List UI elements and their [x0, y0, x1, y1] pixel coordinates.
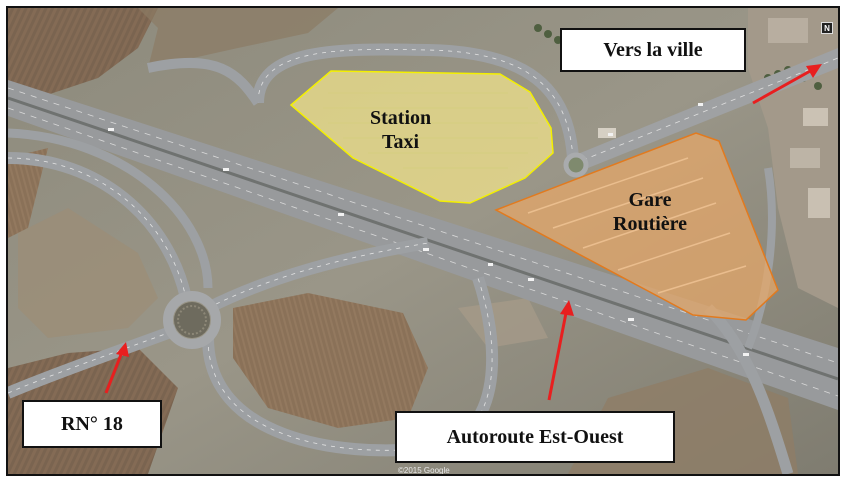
satellite-map [8, 8, 838, 474]
field-top-center [138, 8, 338, 68]
main-roundabout [163, 291, 221, 349]
interchange-loop-west-2 [8, 128, 213, 289]
small-roundabout [563, 152, 589, 178]
dirt-patch [458, 298, 548, 348]
east-road [744, 167, 776, 350]
field-top-left [8, 8, 158, 108]
taxi-station-label: Station Taxi [370, 106, 431, 154]
connector-road [205, 237, 429, 314]
bus-label-line1: Gare [628, 189, 672, 211]
map-copyright: ©2015 Google [398, 466, 450, 475]
building [598, 128, 616, 138]
building [808, 188, 830, 218]
city-road [568, 48, 838, 170]
rn18-road [8, 324, 179, 399]
interchange-loop-west [8, 152, 192, 300]
taxi-label-line1: Station [370, 107, 432, 129]
north-indicator-icon: N [821, 22, 833, 34]
bus-bays [527, 157, 747, 294]
bus-station-zone [494, 132, 779, 321]
southeast-road [704, 304, 794, 474]
building [790, 148, 820, 168]
bus-label-line2: Routière [613, 213, 688, 235]
taxi-label-line2: Taxi [382, 131, 420, 153]
field-west-patch [18, 208, 158, 338]
bus-station-label: Gare Routière [613, 188, 687, 236]
arrow-to-rn18-icon [104, 342, 129, 394]
ramp-road [146, 57, 263, 106]
callout-rn18: RN° 18 [22, 400, 162, 448]
callout-highway: Autoroute Est-Ouest [395, 411, 675, 463]
field-left [8, 148, 48, 238]
taxi-parking-rows [323, 92, 538, 169]
map-frame: Station Taxi Gare Routière Vers la ville… [6, 6, 840, 476]
taxi-loop-road [252, 43, 579, 159]
callout-city: Vers la ville [560, 28, 746, 72]
vehicles [108, 103, 749, 356]
building [803, 108, 828, 126]
field-inner-loop [233, 293, 428, 428]
arrow-to-city-icon [752, 64, 822, 105]
arrow-to-highway-icon [547, 300, 574, 401]
building [768, 18, 808, 43]
